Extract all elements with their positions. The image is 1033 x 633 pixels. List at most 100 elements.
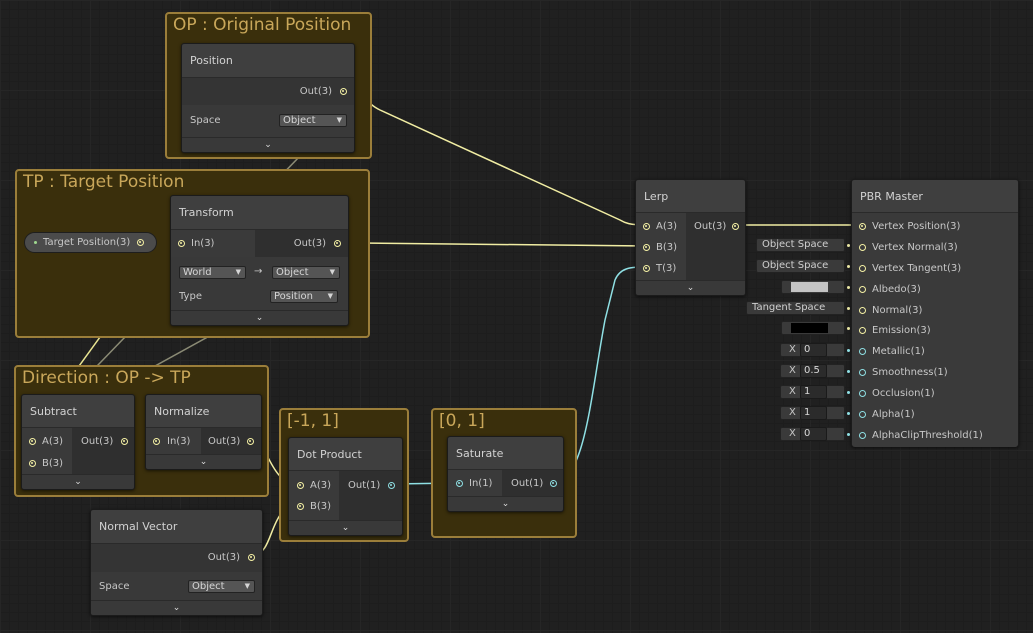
vertex-tangent-port[interactable] xyxy=(859,265,866,272)
emission-port[interactable] xyxy=(859,327,866,334)
out-port[interactable] xyxy=(550,480,557,487)
expand-toggle[interactable]: ⌄ xyxy=(146,454,261,469)
normalize-node[interactable]: Normalize In(3) Out(3) ⌄ xyxy=(145,394,262,470)
alpha-value[interactable]: 1 xyxy=(800,406,827,420)
transform-node[interactable]: Transform In(3) Out(3) World▼ → Object▼ … xyxy=(170,195,349,326)
node-title: Transform xyxy=(179,206,234,219)
target-position-property[interactable]: Target Position(3) xyxy=(24,232,157,253)
alpha-clip-threshold-field[interactable]: X 0 xyxy=(780,427,845,441)
subtract-node[interactable]: Subtract A(3) B(3) Out(3) ⌄ xyxy=(21,394,135,490)
lerp-node[interactable]: Lerp A(3) B(3) T(3) Out(3) ⌄ xyxy=(635,179,746,296)
property-label: Target Position(3) xyxy=(43,237,131,248)
vertex-position-port[interactable] xyxy=(859,223,866,230)
to-space-dropdown[interactable]: Object▼ xyxy=(272,266,340,279)
normal-label: Normal(3) xyxy=(872,305,923,316)
saturate-node[interactable]: Saturate In(1) Out(1) ⌄ xyxy=(447,436,564,512)
chevron-down-icon: ⌄ xyxy=(255,313,264,323)
expand-toggle[interactable]: ⌄ xyxy=(91,600,262,615)
out-port[interactable] xyxy=(334,240,341,247)
in-label: In(1) xyxy=(469,478,493,489)
a-port[interactable] xyxy=(29,438,36,445)
metallic-field[interactable]: X 0 xyxy=(780,343,845,357)
normal-vector-node[interactable]: Normal Vector Out(3) Space Object▼ ⌄ xyxy=(90,509,263,616)
position-node[interactable]: Position Out(3) Space Object▼ ⌄ xyxy=(181,43,355,153)
chevron-down-icon: ⌄ xyxy=(341,523,350,533)
node-title: Saturate xyxy=(456,447,504,460)
property-out-port[interactable] xyxy=(137,239,144,246)
expand-toggle[interactable]: ⌄ xyxy=(448,496,563,511)
vertex-tangent-space-field[interactable]: Object Space xyxy=(756,259,845,273)
chevron-down-icon: ⌄ xyxy=(172,603,181,613)
type-dropdown[interactable]: Position▼ xyxy=(270,290,338,303)
alpha-port[interactable] xyxy=(859,411,866,418)
b-port[interactable] xyxy=(297,503,304,510)
a-port[interactable] xyxy=(643,223,650,230)
vertex-normal-port[interactable] xyxy=(859,244,866,251)
expand-toggle[interactable]: ⌄ xyxy=(289,520,402,535)
vertex-normal-space-value: Object Space xyxy=(762,239,829,250)
out-port[interactable] xyxy=(247,438,254,445)
vertex-normal-space-field[interactable]: Object Space xyxy=(756,238,845,252)
type-label: Type xyxy=(179,291,202,302)
normal-space-value: Tangent Space xyxy=(752,302,826,313)
chevron-down-icon: ⌄ xyxy=(199,457,208,467)
connector-dot xyxy=(847,391,850,394)
a-port[interactable] xyxy=(297,482,304,489)
expand-toggle[interactable]: ⌄ xyxy=(171,310,348,325)
b-port[interactable] xyxy=(643,244,650,251)
normal-port[interactable] xyxy=(859,307,866,314)
alpha-clip-threshold-value[interactable]: 0 xyxy=(800,427,827,441)
space-dropdown[interactable]: Object▼ xyxy=(188,580,255,593)
smoothness-value[interactable]: 0.5 xyxy=(800,364,827,378)
in-port[interactable] xyxy=(178,240,185,247)
occlusion-field[interactable]: X 1 xyxy=(780,385,845,399)
a-label: A(3) xyxy=(42,436,64,447)
b-port[interactable] xyxy=(29,460,36,467)
property-indicator-icon xyxy=(34,241,37,244)
alpha-field[interactable]: X 1 xyxy=(780,406,845,420)
x-label: X xyxy=(789,428,796,439)
smoothness-port[interactable] xyxy=(859,369,866,376)
expand-toggle[interactable]: ⌄ xyxy=(636,280,745,295)
chevron-down-icon: ⌄ xyxy=(74,477,82,487)
connector-dot xyxy=(847,327,850,330)
out-port[interactable] xyxy=(340,88,347,95)
emission-color-swatch[interactable] xyxy=(791,323,828,333)
from-space-dropdown[interactable]: World▼ xyxy=(179,266,246,279)
out-port[interactable] xyxy=(248,554,255,561)
out-port[interactable] xyxy=(121,438,128,445)
metallic-value[interactable]: 0 xyxy=(800,343,827,357)
out-port[interactable] xyxy=(388,482,395,489)
occlusion-port[interactable] xyxy=(859,390,866,397)
connector-dot xyxy=(847,286,850,289)
pbr-master-node[interactable]: PBR Master Vertex Position(3) Vertex Nor… xyxy=(851,179,1019,447)
dot-product-node[interactable]: Dot Product A(3) B(3) Out(1) ⌄ xyxy=(288,437,403,536)
space-dropdown[interactable]: Object▼ xyxy=(279,114,347,127)
alpha-clip-threshold-port[interactable] xyxy=(859,432,866,439)
connector-dot xyxy=(847,349,850,352)
expand-toggle[interactable]: ⌄ xyxy=(22,474,134,489)
in-port[interactable] xyxy=(153,438,160,445)
in-port[interactable] xyxy=(456,480,463,487)
normal-space-field[interactable]: Tangent Space xyxy=(746,301,845,315)
albedo-port[interactable] xyxy=(859,286,866,293)
vertex-tangent-label: Vertex Tangent(3) xyxy=(872,263,962,274)
connector-dot xyxy=(847,244,850,247)
connector-dot xyxy=(847,307,850,310)
out-label: Out(3) xyxy=(299,86,332,97)
expand-toggle[interactable]: ⌄ xyxy=(182,137,354,152)
t-port[interactable] xyxy=(643,265,650,272)
out-port[interactable] xyxy=(732,223,739,230)
alpha-clip-threshold-label: AlphaClipThreshold(1) xyxy=(872,430,983,441)
x-label: X xyxy=(789,407,796,418)
space-value: Object xyxy=(192,581,225,592)
albedo-color-swatch[interactable] xyxy=(791,282,828,292)
metallic-port[interactable] xyxy=(859,348,866,355)
smoothness-field[interactable]: X 0.5 xyxy=(780,364,845,378)
in-label: In(3) xyxy=(191,238,215,249)
chevron-down-icon: ⌄ xyxy=(686,283,695,293)
occlusion-value[interactable]: 1 xyxy=(800,385,827,399)
albedo-color-field[interactable] xyxy=(781,280,845,294)
smoothness-label: Smoothness(1) xyxy=(872,367,948,378)
emission-color-field[interactable] xyxy=(781,321,845,335)
